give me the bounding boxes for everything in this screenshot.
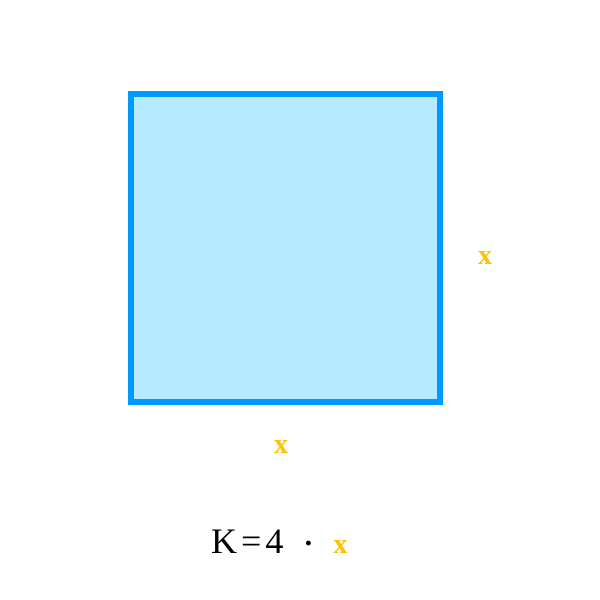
perimeter-formula: K = 4 · x xyxy=(211,520,348,561)
formula-coefficient: 4 xyxy=(265,521,284,561)
formula-variable: x xyxy=(333,529,348,560)
bottom-side-label: x xyxy=(274,429,288,460)
square-shape xyxy=(128,91,443,405)
formula-equals: = xyxy=(241,521,262,561)
formula-multiply-dot: · xyxy=(303,527,314,560)
right-side-label: x xyxy=(478,240,492,271)
formula-lhs: K xyxy=(211,521,237,561)
